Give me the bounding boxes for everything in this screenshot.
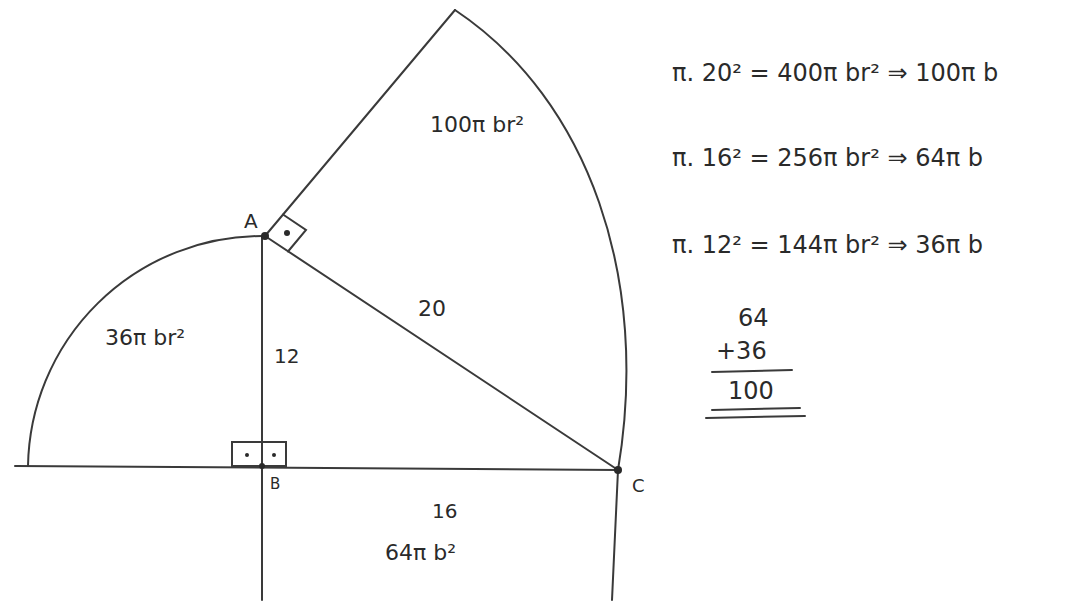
- radius-line: [265, 10, 455, 236]
- point-label: B: [270, 476, 280, 493]
- area-label: 100π br²: [430, 112, 524, 137]
- angle-dot: [245, 453, 249, 457]
- length-label: 12: [274, 345, 299, 368]
- point-dot: [261, 232, 269, 240]
- sum-term: +36: [716, 338, 767, 366]
- calculation-text: π. 12² = 144π br² ⇒ 36π b: [672, 232, 983, 260]
- angle-dot: [272, 453, 276, 457]
- point-label: C: [632, 476, 645, 497]
- right-angle-mark: [232, 442, 262, 466]
- point-label: A: [244, 210, 258, 233]
- large-arc: [455, 10, 626, 600]
- length-label: 20: [418, 296, 446, 321]
- length-label: 16: [432, 500, 457, 523]
- left-arc: [28, 236, 262, 466]
- calculation-text: π. 20² = 400π br² ⇒ 100π b: [672, 60, 998, 88]
- sum-line: [712, 408, 800, 410]
- sum-term: 64: [738, 305, 769, 333]
- right-angle-mark: [262, 442, 286, 466]
- sum-line: [706, 416, 805, 418]
- base-line: [15, 466, 618, 470]
- angle-dot: [284, 230, 290, 236]
- hypotenuse: [265, 236, 618, 470]
- area-label: 64π b²: [385, 540, 456, 565]
- right-angle-mark: [283, 215, 306, 252]
- sum-result: 100: [728, 378, 774, 406]
- vertical-line: [261, 236, 263, 600]
- sum-line: [712, 370, 792, 372]
- calculation-text: π. 16² = 256π br² ⇒ 64π b: [672, 145, 983, 173]
- point-dot: [614, 466, 622, 474]
- area-label: 36π br²: [105, 325, 185, 350]
- point-dot: [259, 463, 265, 469]
